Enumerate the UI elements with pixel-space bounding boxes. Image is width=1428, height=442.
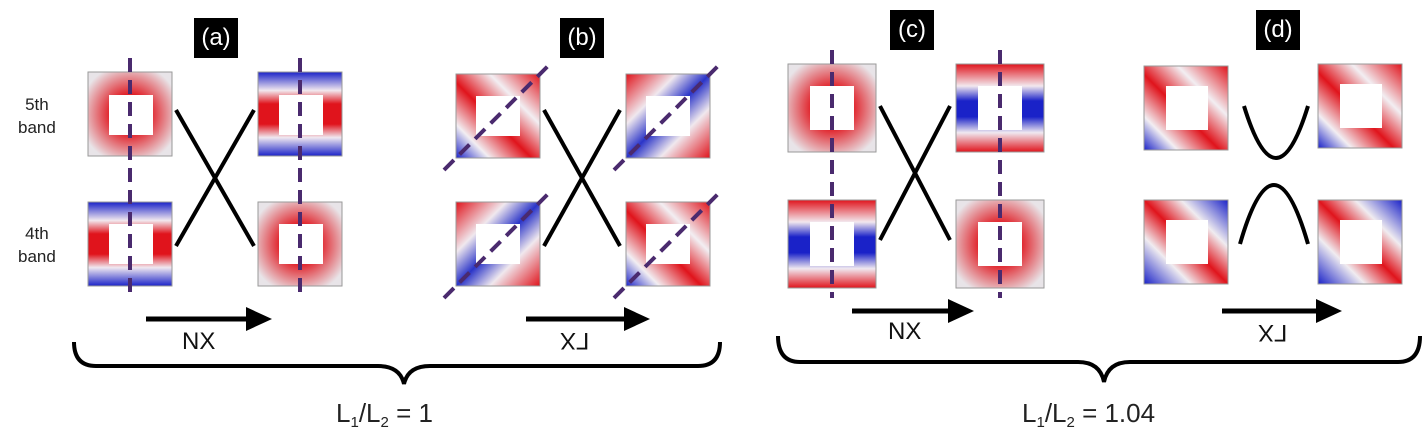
- band-crossing-line: [878, 105, 952, 241]
- symmetry-line: [612, 188, 724, 300]
- panel-label-b: (b): [560, 18, 604, 58]
- panel-a: [87, 58, 343, 331]
- direction-label-b: ΓX: [560, 327, 590, 354]
- ratio-label-left: L1/L2 = 1: [336, 398, 433, 431]
- brace-right: [776, 335, 1422, 383]
- panel-label-d: (d): [1256, 10, 1300, 50]
- panel-label-c: (c): [890, 10, 934, 50]
- panel-c: [787, 50, 1045, 323]
- brace-left: [72, 341, 722, 385]
- panel-label-a: (a): [194, 18, 238, 58]
- symmetry-line: [612, 60, 724, 172]
- ratio-label-right: L1/L2 = 1.04: [1022, 398, 1156, 431]
- direction-label-d: ΓX: [1258, 319, 1288, 346]
- band-crossing-line: [174, 109, 256, 247]
- direction-label-c: NX: [888, 318, 922, 345]
- panel-d: [1143, 63, 1403, 323]
- direction-label-a: NX: [182, 328, 216, 355]
- symmetry-line: [442, 60, 554, 172]
- band-gap-upper: [1242, 105, 1310, 160]
- band-crossing-line: [542, 109, 622, 247]
- symmetry-line: [442, 188, 554, 300]
- panel-b: [442, 60, 724, 331]
- band-gap-lower: [1238, 183, 1310, 245]
